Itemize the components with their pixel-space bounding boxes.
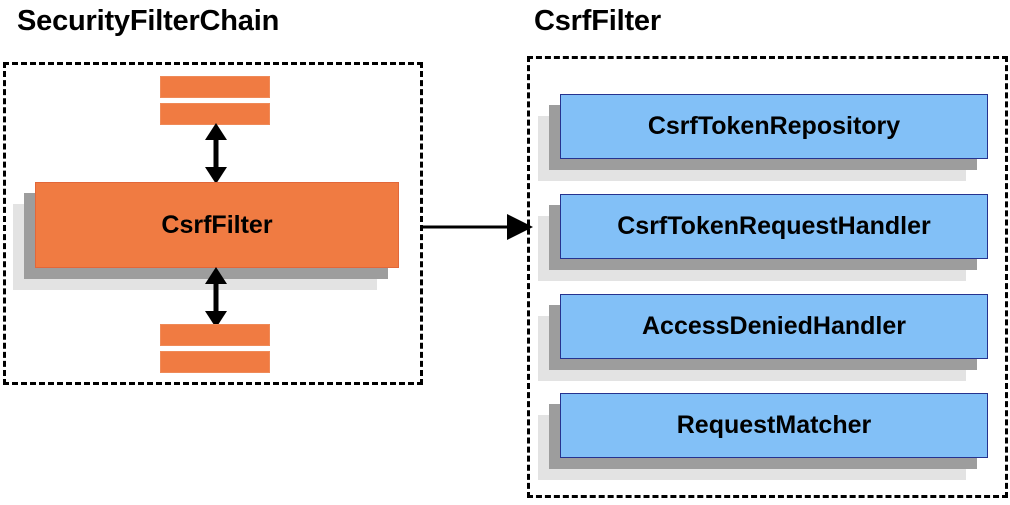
collaborator-card-label: RequestMatcher <box>676 411 872 439</box>
collaborator-card-face: AccessDeniedHandler <box>560 294 988 359</box>
arrow-up-double <box>201 123 231 184</box>
filter-bar-above-1 <box>160 76 270 98</box>
page-title-csrf-filter: CsrfFilter <box>534 5 661 37</box>
collaborator-card-label: CsrfTokenRepository <box>647 112 901 140</box>
arrow-down-double <box>201 267 231 328</box>
collaborator-card-face: RequestMatcher <box>560 393 988 458</box>
csrf-filter-card-label: CsrfFilter <box>161 210 273 239</box>
collaborator-card-csrf-token-request-handler[interactable]: CsrfTokenRequestHandler <box>538 194 988 281</box>
collaborator-card-request-matcher[interactable]: RequestMatcher <box>538 393 988 480</box>
collaborator-card-face: CsrfTokenRequestHandler <box>560 194 988 259</box>
csrf-filter-card[interactable]: CsrfFilter <box>13 182 399 290</box>
filter-bar-below-2 <box>160 351 270 373</box>
collaborator-card-label: CsrfTokenRequestHandler <box>617 212 931 240</box>
filter-bar-below-1 <box>160 324 270 346</box>
collaborator-card-face: CsrfTokenRepository <box>560 94 988 159</box>
security-filter-chain-container <box>3 62 423 385</box>
csrf-filter-container <box>527 56 1008 498</box>
arrow-left-to-right <box>423 214 533 240</box>
collaborator-card-access-denied-handler[interactable]: AccessDeniedHandler <box>538 294 988 381</box>
page-title-security-filter-chain: SecurityFilterChain <box>17 5 280 37</box>
filter-bar-above-2 <box>160 103 270 125</box>
collaborator-card-label: AccessDeniedHandler <box>641 312 906 340</box>
csrf-filter-card-face: CsrfFilter <box>35 182 399 268</box>
collaborator-card-csrf-token-repository[interactable]: CsrfTokenRepository <box>538 94 988 181</box>
